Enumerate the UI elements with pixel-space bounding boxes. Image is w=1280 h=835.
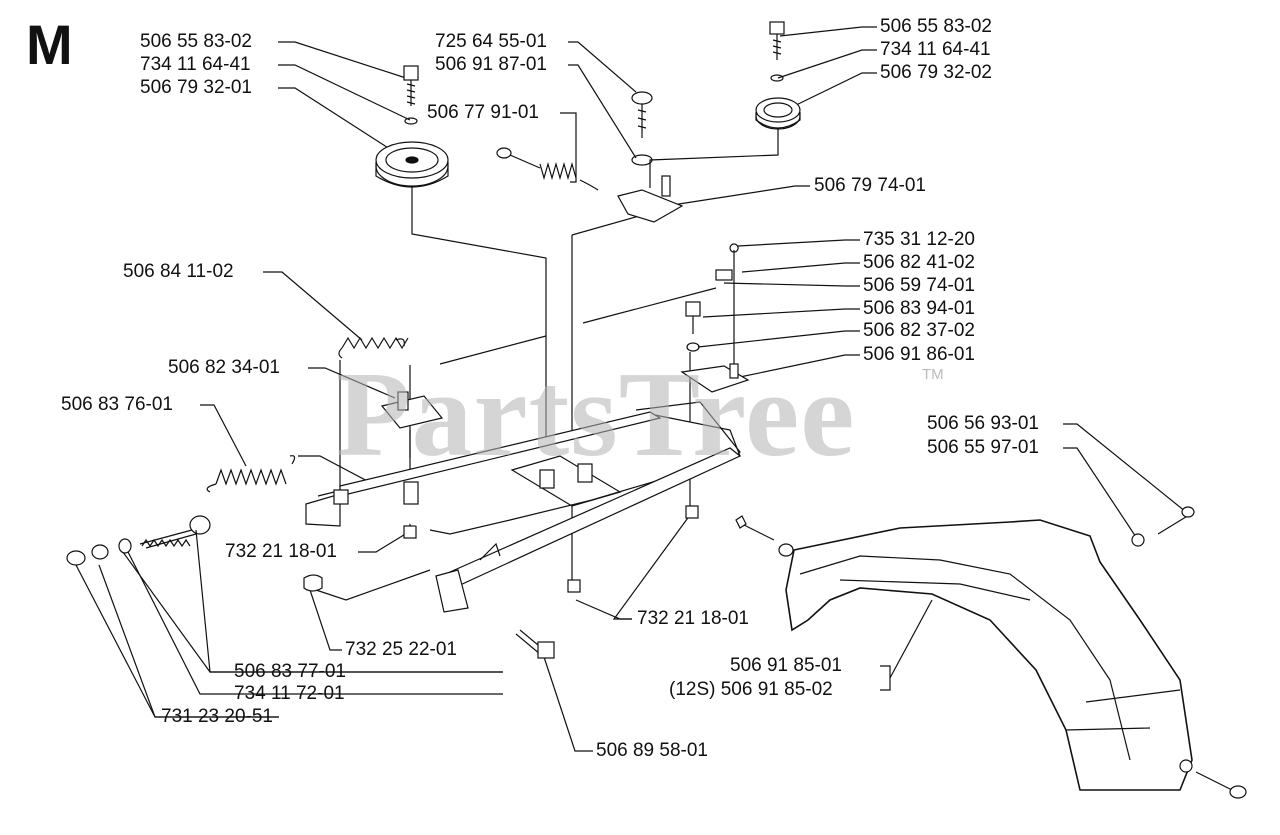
part-label: 506 83 94-01	[863, 298, 975, 319]
part-label: 506 83 77-01	[234, 661, 346, 682]
part-label: 506 79 74-01	[814, 175, 926, 196]
part-label: 506 91 86-01	[863, 344, 975, 365]
part-label: 725 64 55-01	[435, 31, 547, 52]
plate-left	[380, 391, 444, 539]
leader-lines	[75, 26, 1187, 752]
part-label: 735 31 12-20	[863, 229, 975, 250]
cover	[785, 519, 1193, 791]
watermark-trademark: TM	[922, 366, 944, 383]
part-label: 506 82 41-02	[863, 252, 975, 273]
part-label: 734 11 72-01	[234, 683, 345, 704]
part-label: 731 23 20-51	[161, 706, 273, 727]
part-label: 732 25 22-01	[345, 639, 457, 660]
cover-screws	[735, 506, 1247, 799]
part-label: 734 11 64-41	[880, 39, 991, 60]
part-label: 506 56 93-01	[927, 413, 1039, 434]
clip-right	[680, 243, 750, 393]
part-label: 506 79 32-01	[140, 77, 252, 98]
part-label: 734 11 64-41	[140, 54, 251, 75]
screw-top	[631, 91, 653, 166]
bolt-left	[403, 65, 419, 125]
part-label: 506 83 76-01	[61, 394, 173, 415]
part-label: 506 55 97-01	[927, 437, 1039, 458]
spring-upper	[338, 336, 409, 359]
part-label: 506 84 11-02	[123, 261, 234, 282]
spring-top	[496, 147, 599, 191]
frame	[305, 401, 742, 613]
bolt-right	[769, 21, 785, 82]
part-label: 732 21 18-01	[637, 608, 749, 629]
part-label: 506 59 74-01	[863, 275, 975, 296]
section-letter: M	[26, 13, 73, 76]
part-label: (12S) 506 91 85-02	[669, 679, 833, 700]
eyebolt	[66, 515, 211, 566]
pulley-right	[755, 97, 801, 130]
part-label: 506 91 87-01	[435, 54, 547, 75]
part-label: 506 82 37-02	[863, 320, 975, 341]
part-label: 506 89 58-01	[596, 740, 708, 761]
part-label: 506 55 83-02	[140, 31, 252, 52]
part-label: 732 21 18-01	[225, 541, 337, 562]
bracket-top	[617, 175, 684, 223]
part-label: 506 55 83-02	[880, 16, 992, 37]
part-label: 506 82 34-01	[168, 357, 280, 378]
part-label: 506 77 91-01	[427, 102, 539, 123]
bolt-bottom	[303, 505, 699, 659]
part-label: 506 91 85-01	[730, 655, 842, 676]
part-label: 506 79 32-02	[880, 62, 992, 83]
spring-lower	[206, 455, 296, 493]
pulley-left	[375, 141, 449, 188]
watermark-logo: PartsTree	[336, 347, 856, 482]
